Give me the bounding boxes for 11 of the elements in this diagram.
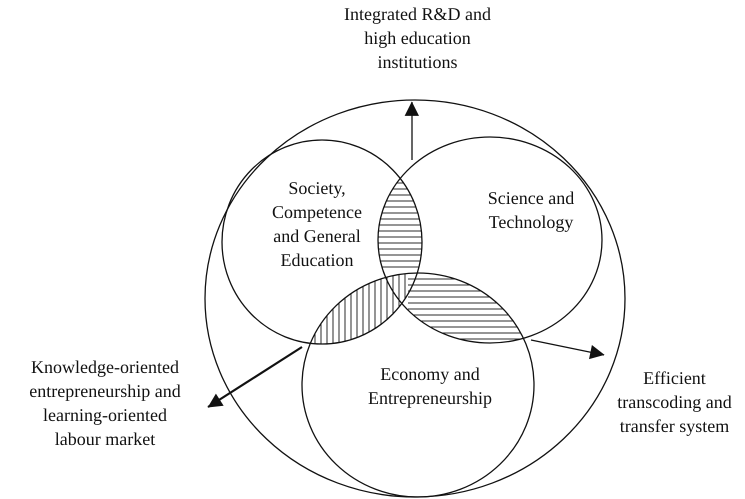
circle-label: Economy and Entrepreneurship xyxy=(367,363,493,410)
circle-label: Science and Technology xyxy=(486,187,576,234)
circle xyxy=(302,273,534,497)
outcome-text: Knowledge-oriented entrepreneurship and learning-oriented labour market xyxy=(28,356,182,451)
outcome-text: Efficient transcoding and transfer system xyxy=(616,367,733,438)
arrow xyxy=(530,339,605,360)
arrow xyxy=(404,101,420,160)
circle xyxy=(222,140,422,344)
circle xyxy=(378,137,602,343)
outcome-text: Integrated R&D and high education institutions xyxy=(343,3,492,74)
circle-label: Society, Competence and General Education xyxy=(271,177,363,272)
